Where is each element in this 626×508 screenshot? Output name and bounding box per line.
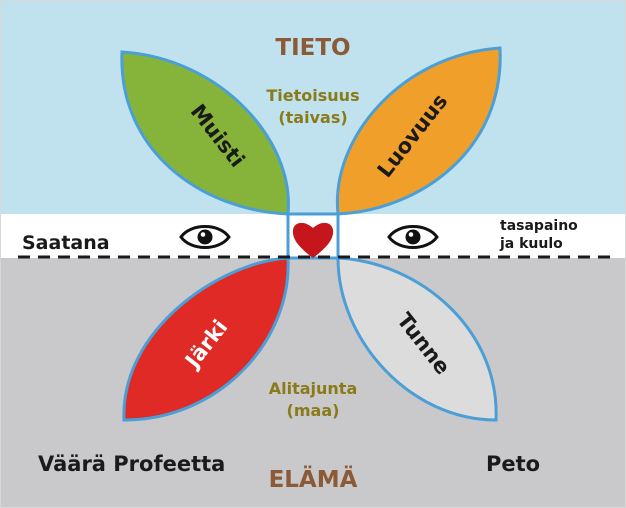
center-connector (286, 212, 340, 260)
petal-tunne (336, 256, 498, 422)
eye-icon (179, 225, 231, 249)
petal-luovuus (335, 46, 502, 216)
lower-center-line2: (maa) (287, 401, 340, 420)
petal-jarki (122, 256, 290, 422)
heart-icon (292, 222, 334, 258)
ground-background (0, 258, 626, 508)
bottom-left-label: Väärä Profeetta (38, 452, 225, 476)
upper-center-line2: (taivas) (278, 108, 347, 127)
bottom-title: ELÄMÄ (269, 465, 358, 493)
sky-background (0, 0, 626, 214)
eye-icon (387, 225, 439, 249)
right-middle-label-line2: ja kuulo (499, 236, 563, 252)
right-middle-label-line1: tasapaino (500, 218, 578, 234)
petal-muisti (120, 50, 290, 216)
upper-center-line1: Tietoisuus (266, 86, 359, 105)
left-middle-label: Saatana (22, 232, 110, 254)
top-title: TIETO (275, 35, 350, 61)
lower-center-line1: Alitajunta (269, 379, 358, 398)
bottom-right-label: Peto (486, 452, 540, 476)
